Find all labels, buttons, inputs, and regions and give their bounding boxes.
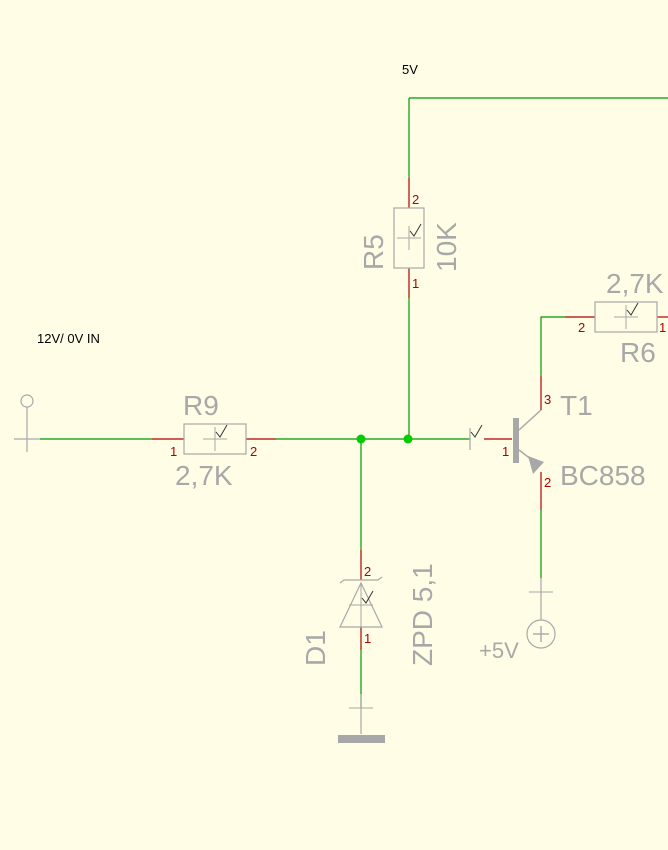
net-label-input: 12V/ 0V IN (37, 331, 100, 346)
input-terminal[interactable] (14, 394, 40, 452)
t1-pin-collector: 3 (544, 392, 551, 407)
resistor-r5[interactable] (393, 178, 425, 298)
transistor-t1[interactable] (469, 376, 544, 510)
r5-pin-bottom: 1 (412, 276, 419, 291)
t1-pin-base: 1 (502, 444, 509, 459)
r6-ref: R6 (620, 337, 656, 368)
r6-value: 2,7K (606, 268, 664, 299)
r9-value: 2,7K (175, 460, 233, 491)
r5-ref: R5 (358, 234, 389, 270)
r6-pin-right: 1 (659, 320, 666, 335)
d1-pin-bottom: 1 (364, 631, 371, 646)
d1-value: ZPD 5,1 (407, 563, 438, 666)
d1-ref: D1 (300, 630, 331, 666)
wire-5v-rail (408, 97, 668, 178)
r5-value: 10K (431, 222, 462, 272)
net-label-5v: 5V (402, 62, 418, 77)
r9-pin-left: 1 (170, 444, 177, 459)
ground-symbol (338, 694, 385, 743)
t1-ref: T1 (560, 390, 593, 421)
r5-pin-top: 2 (412, 192, 419, 207)
resistor-r9[interactable] (152, 423, 276, 455)
r9-pin-right: 2 (250, 444, 257, 459)
t1-value: BC858 (560, 460, 646, 491)
r6-pin-left: 2 (578, 320, 585, 335)
wires (40, 97, 668, 708)
t1-pin-emitter: 2 (544, 475, 551, 490)
plus5v-supply[interactable] (526, 578, 556, 649)
resistor-r6[interactable] (565, 301, 668, 333)
r9-ref: R9 (183, 390, 219, 421)
junction-d1 (356, 434, 366, 444)
junction-r5 (403, 434, 413, 444)
d1-pin-top: 2 (364, 564, 371, 579)
zener-d1[interactable] (339, 550, 383, 650)
net-label-plus5v: +5V (479, 638, 519, 663)
wire-collector-to-r6 (540, 316, 565, 376)
